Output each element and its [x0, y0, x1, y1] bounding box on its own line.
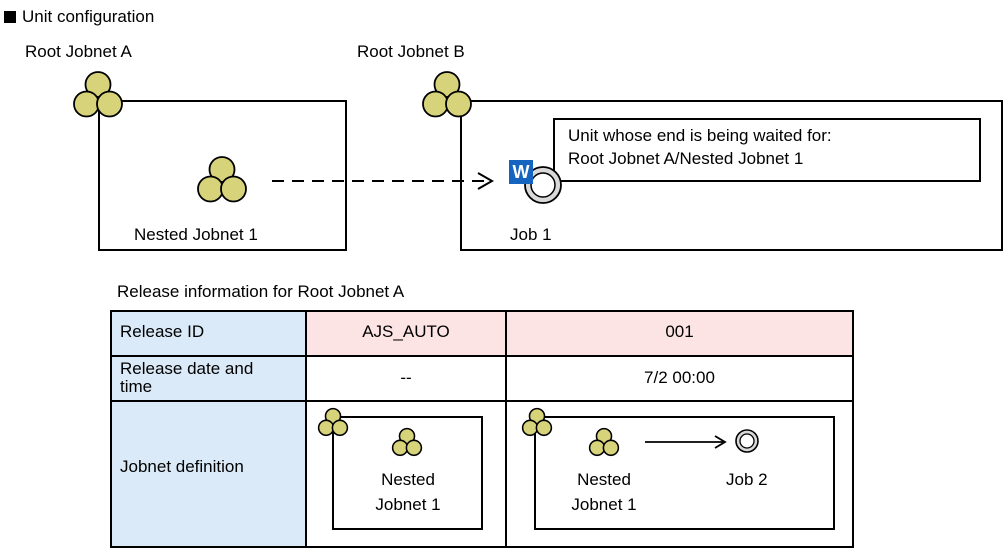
def-auto-nested-line2: Jobnet 1	[375, 495, 441, 514]
table-divider-col1	[305, 310, 307, 548]
release-date-value-auto: --	[400, 368, 412, 387]
row-header-bg	[112, 312, 305, 546]
wait-target-callout	[553, 118, 981, 182]
jobnet-def-box-001	[534, 416, 835, 530]
callout-line-1: Unit whose end is being waited for:	[568, 126, 832, 145]
root-jobnet-b-label: Root Jobnet B	[357, 42, 465, 61]
def-001-nested-line1: Nested	[577, 470, 631, 489]
callout-line-2: Root Jobnet A/Nested Jobnet 1	[568, 149, 804, 168]
section-marker-icon	[4, 11, 16, 23]
nested-jobnet-1-label: Nested Jobnet 1	[134, 225, 258, 244]
release-date-value-001: 7/2 00:00	[644, 368, 715, 387]
row-header-release-date-line1: Release date and	[120, 359, 254, 378]
section-title: Unit configuration	[22, 7, 155, 26]
release-id-value-001: 001	[665, 322, 694, 341]
release-id-value-auto: AJS_AUTO	[362, 322, 450, 341]
root-jobnet-a-label: Root Jobnet A	[25, 42, 132, 61]
job-1-label: Job 1	[510, 225, 552, 244]
release-table	[110, 310, 854, 548]
root-jobnet-a-box	[98, 100, 347, 251]
root-jobnet-b-box	[460, 100, 1003, 251]
wait-badge-icon: W	[509, 160, 533, 184]
table-divider-row2	[110, 400, 854, 402]
release-info-caption: Release information for Root Jobnet A	[117, 282, 405, 301]
row-header-release-id: Release ID	[120, 322, 205, 341]
def-001-job-2-label: Job 2	[726, 470, 768, 489]
row-header-jobnet-definition: Jobnet definition	[120, 457, 244, 476]
table-divider-row1	[110, 355, 854, 357]
jobnet-def-box-auto	[332, 416, 483, 530]
release-id-row-bg	[306, 312, 852, 355]
row-header-release-date-line2: time	[120, 377, 153, 396]
def-001-nested-line2: Jobnet 1	[571, 495, 637, 514]
def-auto-nested-line1: Nested	[381, 470, 435, 489]
table-divider-col2	[505, 310, 507, 548]
